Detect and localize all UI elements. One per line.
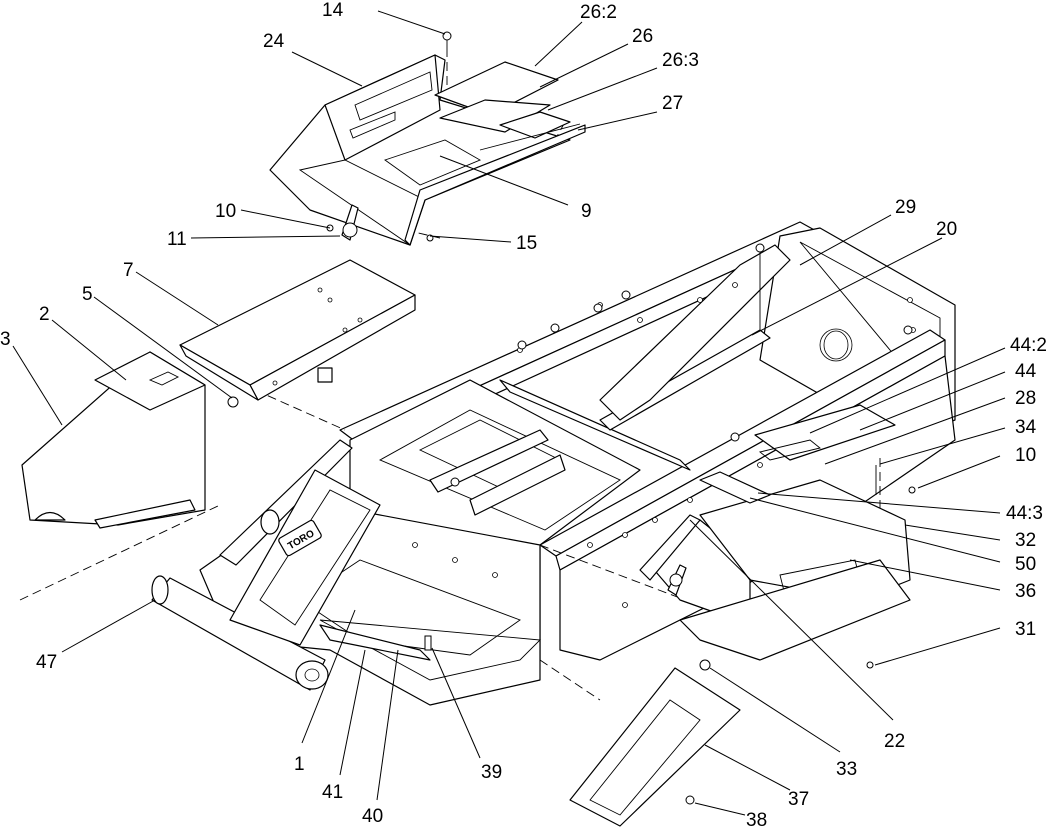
callout-37: 37 [788, 789, 809, 810]
callout-38: 38 [746, 810, 767, 831]
screw-14 [442, 31, 452, 48]
knob-right [667, 564, 687, 596]
callout-9: 9 [581, 201, 592, 222]
callout-14: 14 [322, 0, 344, 21]
panel-7 [179, 259, 416, 408]
panel-44 [754, 404, 896, 461]
callout-27: 27 [662, 93, 683, 114]
callout-50: 50 [1015, 554, 1036, 575]
callout-47: 47 [36, 652, 57, 673]
callout-11: 11 [167, 229, 187, 250]
shield-2 [94, 351, 206, 411]
bracket-50 [699, 471, 771, 504]
side-shield [21, 351, 206, 529]
callout-34: 34 [1015, 417, 1037, 438]
console-assembly [269, 31, 586, 246]
callout-29: 29 [895, 197, 916, 218]
callout-44-2: 44:2 [1010, 335, 1047, 356]
callout-3: 3 [0, 329, 11, 350]
frame-brace [599, 244, 791, 421]
callout-20: 20 [936, 219, 957, 240]
front-bumper-47: TORO [151, 469, 381, 691]
callout-44-3: 44:3 [1006, 503, 1043, 524]
callout-5: 5 [82, 284, 93, 305]
main-frame [199, 221, 956, 706]
callout-10-top: 10 [215, 201, 236, 222]
callout-32: 32 [1015, 530, 1036, 551]
callout-33: 33 [836, 759, 857, 780]
foot-plate-37 [569, 659, 741, 827]
decal-26-3 [499, 111, 571, 139]
leader-lines [12, 10, 1006, 816]
callout-2: 2 [39, 304, 50, 325]
callout-36: 36 [1015, 581, 1036, 602]
callout-41: 41 [322, 782, 343, 803]
callout-31: 31 [1015, 619, 1036, 640]
bolt-5 [227, 396, 239, 408]
callout-26: 26 [632, 26, 653, 47]
callout-7: 7 [123, 260, 134, 281]
nut-38 [685, 795, 695, 805]
callout-22: 22 [884, 731, 905, 752]
callout-39: 39 [481, 762, 502, 783]
frame-bolts [450, 243, 913, 487]
callout-26-3: 26:3 [662, 50, 699, 71]
nut-33 [699, 659, 711, 671]
callout-40: 40 [362, 806, 383, 827]
knob-assembly [326, 204, 434, 242]
callout-26-2: 26:2 [580, 2, 617, 23]
lower-hardware [319, 624, 432, 661]
callout-10-right: 10 [1015, 445, 1036, 466]
callout-24: 24 [263, 31, 285, 52]
callout-15: 15 [516, 233, 537, 254]
decal-26 [439, 99, 551, 133]
callout-28: 28 [1015, 388, 1036, 409]
right-shroud [639, 404, 916, 669]
callout-44: 44 [1015, 361, 1037, 382]
upright-1 [229, 469, 381, 646]
callout-1: 1 [294, 754, 305, 775]
